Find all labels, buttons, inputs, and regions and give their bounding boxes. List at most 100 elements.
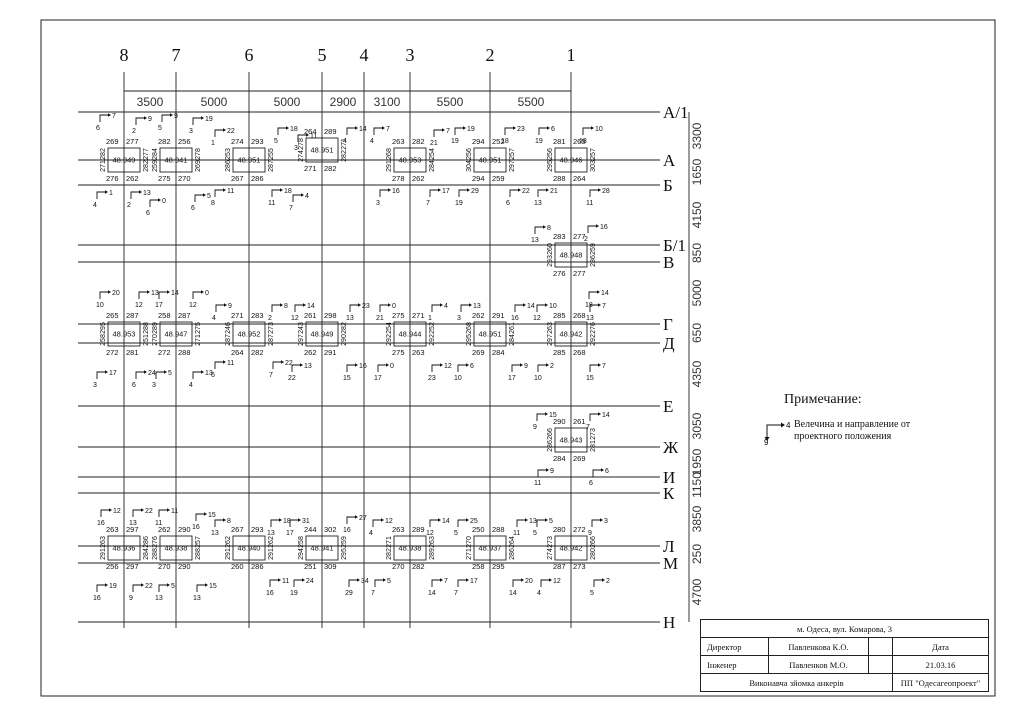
- offset-arrow: [374, 579, 383, 587]
- offset-arrow: [591, 519, 600, 527]
- offset-arrow-head: [469, 303, 472, 307]
- offset-value-b: 13: [193, 595, 201, 602]
- offset-value-a: 12: [385, 518, 393, 525]
- offset-value-a: 22: [145, 583, 153, 590]
- offset-arrow-head: [521, 578, 524, 582]
- offset-value-b: 7: [371, 590, 375, 597]
- axis-letter: Г: [663, 315, 673, 334]
- offset-value-a: 17: [442, 188, 450, 195]
- anchor-left-upper: 289: [152, 322, 159, 334]
- tb-engineer-sign: [869, 656, 893, 674]
- offset-arrow: [130, 191, 139, 199]
- offset-arrow-head: [201, 116, 204, 120]
- offset-value-b: 12: [426, 530, 434, 537]
- offset-arrow: [582, 127, 591, 135]
- offset-arrow-head: [600, 518, 603, 522]
- anchor-plate: [473, 147, 507, 173]
- anchor-plate: [554, 427, 588, 453]
- offset-marker: 76: [96, 113, 116, 132]
- offset-value-a: 14: [359, 126, 367, 133]
- anchor-top-right: 287: [126, 311, 139, 320]
- offset-value-b: 4: [537, 590, 541, 597]
- note-text: Велечина и направление от проектного пол…: [794, 419, 911, 442]
- anchor-left-lower: 291: [225, 548, 232, 560]
- anchor-top-right: 277: [573, 232, 586, 241]
- offset-arrow: [592, 469, 601, 477]
- offset-value-b: 6: [506, 200, 510, 207]
- anchor-left-upper: 284: [152, 148, 159, 160]
- offset-value-a: 0: [392, 303, 396, 310]
- offset-marker: 619: [535, 126, 555, 145]
- anchor-right-upper: 271: [341, 138, 348, 150]
- offset-arrow: [457, 579, 466, 587]
- anchor-bottom-right: 270: [178, 174, 191, 183]
- offset-arrow-head: [355, 515, 358, 519]
- anchor-right-upper: 255: [268, 148, 275, 160]
- axis-letter: Д: [663, 334, 675, 353]
- offset-value-a: 31: [302, 518, 310, 525]
- anchor-top-left: 262: [158, 525, 171, 534]
- anchor-left-lower: 297: [547, 334, 554, 346]
- offset-arrow-head: [466, 518, 469, 522]
- dimension-top: 3100: [374, 95, 401, 109]
- offset-marker: 124: [369, 518, 393, 537]
- offset-value-b: 16: [511, 315, 519, 322]
- dimension-right: 4700: [690, 578, 704, 605]
- offset-value-b: 10: [96, 302, 104, 309]
- dimension-top: 5000: [201, 95, 228, 109]
- anchor-top-left: 269: [106, 137, 119, 146]
- offset-value-a: 8: [227, 518, 231, 525]
- offset-arrow: [349, 304, 358, 312]
- axis-number: 6: [245, 45, 254, 65]
- offset-arrow-head: [167, 583, 170, 587]
- offset-arrow-head: [144, 370, 147, 374]
- offset-value-a: 22: [145, 508, 153, 515]
- offset-marker: 14: [93, 190, 113, 209]
- anchor-plate: [107, 535, 141, 561]
- offset-value-b: 13: [155, 595, 163, 602]
- anchor-bottom-left: 256: [106, 562, 119, 571]
- offset-arrow-head: [543, 225, 546, 229]
- anchor-right-lower: 287: [268, 334, 275, 346]
- anchor-left-lower: 295: [547, 160, 554, 172]
- anchor-plate: [159, 147, 193, 173]
- axis-letter: Л: [663, 537, 675, 556]
- offset-value-b: 9: [533, 424, 537, 431]
- offset-value-b: 5: [590, 590, 594, 597]
- offset-value-b: 3: [376, 200, 380, 207]
- anchor-plate: [107, 321, 141, 347]
- offset-arrow: [96, 584, 105, 592]
- offset-arrow: [372, 519, 381, 527]
- anchor-right-lower: 288: [195, 548, 202, 560]
- offset-arrow-head: [105, 190, 108, 194]
- axis-number: 3: [406, 45, 415, 65]
- offset-arrow: [149, 199, 158, 207]
- offset-arrow: [192, 117, 201, 125]
- offset-value-b: 13: [129, 520, 137, 527]
- anchor-bottom-left: 251: [304, 562, 317, 571]
- anchor-bottom-right: 262: [412, 174, 425, 183]
- offset-value-a: 20: [112, 290, 120, 297]
- anchor-left-lower: 282: [386, 548, 393, 560]
- offset-arrow: [293, 579, 302, 587]
- anchor-bottom-right: 297: [126, 562, 139, 571]
- offset-marker: 133: [457, 303, 481, 322]
- offset-marker: 177: [426, 188, 450, 207]
- offset-marker: 22 13: [129, 508, 153, 527]
- offset-value-a: 24: [148, 370, 156, 377]
- offset-arrow: [537, 469, 546, 477]
- anchor-elevation: 48.947: [165, 330, 188, 339]
- anchor-right-lower: 271: [195, 334, 202, 346]
- anchor-top-left: 263: [392, 525, 405, 534]
- offset-arrow: [346, 516, 355, 524]
- anchor-top-left: 250: [472, 525, 485, 534]
